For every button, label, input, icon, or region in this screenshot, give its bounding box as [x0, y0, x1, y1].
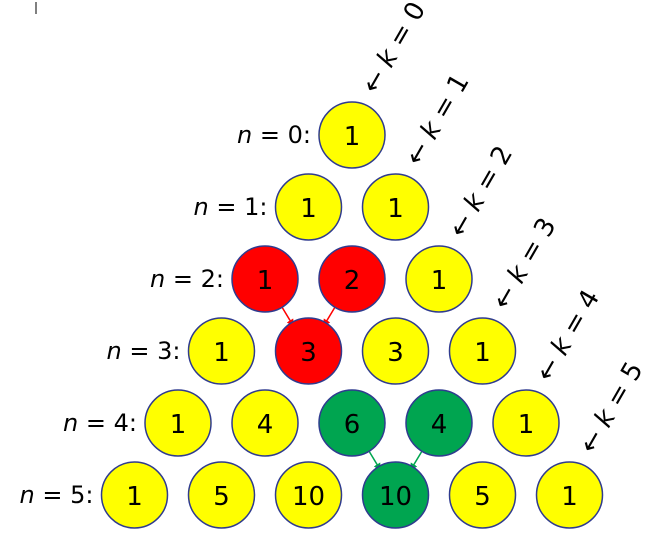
node-n2-k1: 2	[318, 245, 386, 313]
node-value: 1	[431, 266, 448, 296]
node-circle	[535, 461, 604, 529]
node-n5-k3: 10	[361, 461, 430, 529]
node-value: 3	[387, 338, 404, 368]
node-n5-k0: 1	[100, 461, 169, 529]
node-circle	[187, 461, 256, 529]
node-value: 1	[213, 338, 230, 368]
node-circle	[187, 317, 256, 385]
node-value: 5	[213, 482, 230, 512]
node-circle	[405, 245, 473, 313]
node-value: 2	[344, 266, 361, 296]
node-value: 1	[474, 338, 491, 368]
node-value: 1	[170, 410, 187, 440]
node-n4-k4: 1	[492, 389, 560, 457]
node-n5-k5: 1	[535, 461, 604, 529]
node-n4-k1: 4	[231, 389, 299, 457]
node-n3-k2: 3	[361, 317, 430, 385]
node-n3-k0: 1	[187, 317, 256, 385]
diagonal-label-k3: ← k = 3	[487, 213, 563, 315]
node-circle	[231, 245, 299, 313]
row-label-n1: n = 1:	[194, 193, 268, 221]
row-label-n2: n = 2:	[150, 265, 224, 293]
node-circle	[361, 173, 430, 241]
node-circle	[361, 317, 430, 385]
node-value: 10	[292, 482, 325, 512]
node-circle	[405, 389, 473, 457]
row-label-n5: n = 5:	[20, 481, 94, 509]
node-circle	[274, 173, 343, 241]
node-value: 4	[431, 410, 448, 440]
node-n3-k1: 3	[274, 317, 343, 385]
diagonal-label-k1: ← k = 1	[400, 69, 476, 171]
node-value: 1	[300, 194, 317, 224]
node-n3-k3: 1	[448, 317, 517, 385]
node-n4-k2: 6	[318, 389, 386, 457]
node-circle	[274, 461, 343, 529]
node-value: 6	[344, 410, 361, 440]
node-value: 1	[387, 194, 404, 224]
node-n1-k0: 1	[274, 173, 343, 241]
node-n4-k0: 1	[144, 389, 212, 457]
row-label-n0: n = 0:	[237, 121, 311, 149]
node-circle	[274, 317, 343, 385]
node-circle	[100, 461, 169, 529]
node-n5-k1: 5	[187, 461, 256, 529]
node-value: 1	[561, 482, 578, 512]
node-value: 1	[344, 122, 361, 152]
node-value: 3	[300, 338, 317, 368]
node-value: 10	[379, 482, 412, 512]
node-n5-k4: 5	[448, 461, 517, 529]
node-circle	[318, 389, 386, 457]
node-circle	[448, 317, 517, 385]
diagonal-label-k0: ← k = 0	[356, 0, 432, 99]
node-value: 5	[474, 482, 491, 512]
node-n0-k0: 1	[318, 101, 386, 169]
node-circle	[144, 389, 212, 457]
node-circle	[318, 245, 386, 313]
node-n1-k1: 1	[361, 173, 430, 241]
diagonal-label-k4: ← k = 4	[530, 285, 606, 387]
row-label-n4: n = 4:	[63, 409, 137, 437]
node-value: 1	[257, 266, 274, 296]
diagonal-label-k5: ← k = 5	[574, 357, 650, 459]
node-circle	[492, 389, 560, 457]
triangle-nodes: 1 1 1 1 2 1 1 3 3 1 1 4 6 4 1 1 5 10 10 5 1	[100, 101, 604, 529]
row-labels: n = 0: n = 1: n = 2: n = 3: n = 4: n = 5:	[20, 121, 311, 509]
node-n2-k0: 1	[231, 245, 299, 313]
node-n5-k2: 10	[274, 461, 343, 529]
node-circle	[361, 461, 430, 529]
diagonal-label-k2: ← k = 2	[443, 141, 519, 243]
node-value: 4	[257, 410, 274, 440]
node-n4-k3: 4	[405, 389, 473, 457]
node-value: 1	[126, 482, 143, 512]
node-value: 1	[518, 410, 535, 440]
node-circle	[448, 461, 517, 529]
node-n2-k2: 1	[405, 245, 473, 313]
node-circle	[318, 101, 386, 169]
node-circle	[231, 389, 299, 457]
row-label-n3: n = 3:	[107, 337, 181, 365]
